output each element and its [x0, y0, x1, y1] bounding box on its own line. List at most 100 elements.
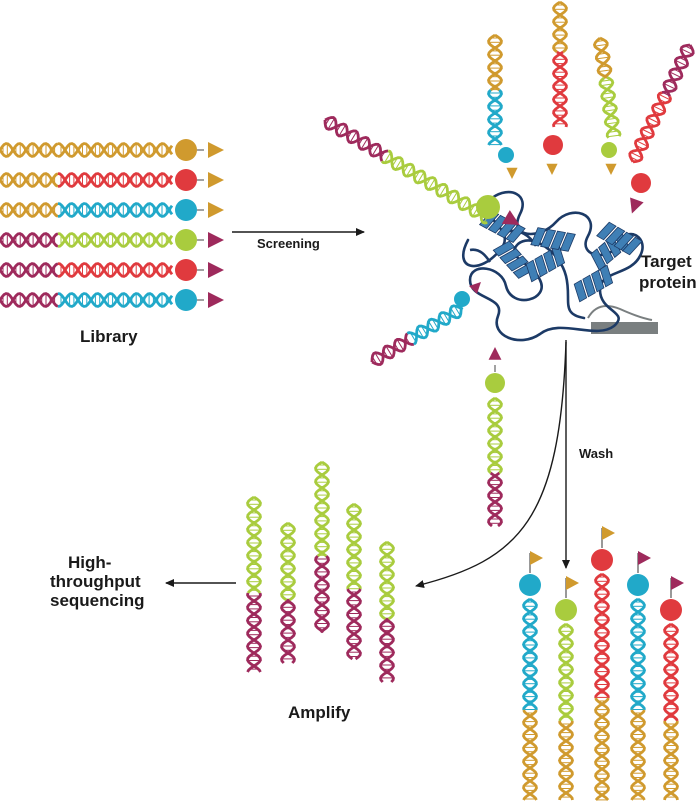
tag-triangle-icon [469, 282, 481, 294]
dna-strand [0, 202, 59, 218]
base-pair [594, 43, 608, 47]
dna-strand [379, 617, 395, 683]
dna-strand [0, 232, 59, 248]
target-protein-label-line1: Target [641, 252, 692, 271]
dna-strand [280, 598, 296, 664]
base-pair [417, 171, 425, 184]
triangle-shape [208, 172, 224, 188]
base-pair [461, 198, 469, 210]
alpha-helix [530, 227, 576, 252]
dna-strand [114, 262, 174, 278]
base-pair [602, 96, 615, 99]
binder-dna [323, 116, 494, 225]
dna-strand [558, 622, 574, 722]
helix-ribbon [598, 241, 614, 265]
amplify-label: Amplify [288, 703, 351, 722]
dna-strand [57, 292, 118, 308]
dna-strand [57, 142, 118, 158]
dna-strand [314, 555, 330, 634]
tag-triangle-icon [501, 210, 520, 225]
base-pair [338, 124, 347, 137]
tag-triangle-icon [208, 172, 224, 188]
amplified-dna [246, 495, 262, 673]
dna-strand [246, 592, 262, 673]
helix-ribbon [492, 240, 516, 257]
bead-icon [543, 135, 563, 155]
dna-strand [558, 720, 574, 801]
dna-strand [487, 471, 503, 528]
helix-ribbon [559, 232, 576, 252]
library-label: Library [80, 327, 138, 346]
dna-strand [57, 202, 118, 218]
alpha-helix [596, 221, 643, 256]
triangle-shape [469, 282, 481, 294]
triangle-shape [488, 347, 502, 360]
alpha-helix [573, 264, 614, 303]
library-dna [0, 172, 174, 188]
helix-ribbon [590, 248, 607, 271]
base-pair [406, 165, 414, 177]
flag-shape [638, 551, 651, 565]
dna-strand [387, 149, 488, 225]
tag-triangle-icon [488, 347, 502, 360]
protein-backbone [461, 190, 644, 342]
dna-strand [246, 592, 262, 673]
base-pair [607, 134, 620, 138]
triangle-shape [506, 167, 518, 179]
washed-dna [558, 622, 574, 801]
library-dna [0, 142, 174, 158]
base-pair [327, 118, 335, 130]
released-dna [487, 396, 503, 528]
screening-label: Screening [257, 236, 320, 251]
dna-strand [663, 720, 679, 801]
dna-strand [246, 495, 262, 594]
dna-strand [487, 471, 503, 528]
dna-strand [57, 232, 118, 248]
dna-strand [0, 292, 59, 308]
helix-ribbon [582, 274, 596, 298]
dna-strand [0, 292, 59, 308]
dna-strand [114, 202, 174, 218]
dna-strand [324, 116, 384, 162]
dna-strand [0, 262, 59, 278]
triangle-shape [501, 210, 520, 225]
dna-strand [0, 232, 59, 248]
dna-strand [406, 304, 464, 340]
base-pair [600, 83, 613, 87]
library-group [0, 139, 224, 311]
dna-strand [487, 33, 503, 92]
triangle-shape [208, 202, 224, 218]
bead-icon [660, 599, 682, 621]
helix-ribbon [613, 231, 635, 251]
base-pair [652, 105, 665, 112]
dna-strand [487, 396, 503, 474]
base-pair [636, 140, 648, 147]
base-pair [396, 339, 405, 351]
helix-ribbon [622, 236, 643, 256]
dna-strand [314, 555, 330, 634]
base-pair [385, 345, 394, 358]
dna-strand [662, 44, 695, 97]
dna-strand [346, 502, 362, 590]
base-pair [371, 144, 380, 157]
dna-strand [598, 76, 620, 139]
base-pair [596, 56, 610, 60]
target-protein-label-line2: protein [639, 273, 697, 292]
washed-dna [522, 597, 538, 801]
dna-strand [0, 202, 59, 218]
base-pair [428, 178, 436, 190]
helix-ribbon [506, 255, 529, 272]
helix-ribbon [487, 214, 509, 234]
dna-strand [323, 119, 389, 158]
dna-strand [114, 202, 174, 218]
helix-ribbon [591, 269, 605, 293]
dna-strand [0, 172, 59, 188]
amplified-dna [314, 460, 330, 634]
base-pair [360, 137, 369, 150]
dna-strand [0, 262, 59, 278]
tag-triangle-icon [208, 292, 224, 308]
released-binder [485, 347, 505, 528]
amplified-dna [379, 540, 395, 683]
tag-triangle-icon [208, 262, 224, 278]
